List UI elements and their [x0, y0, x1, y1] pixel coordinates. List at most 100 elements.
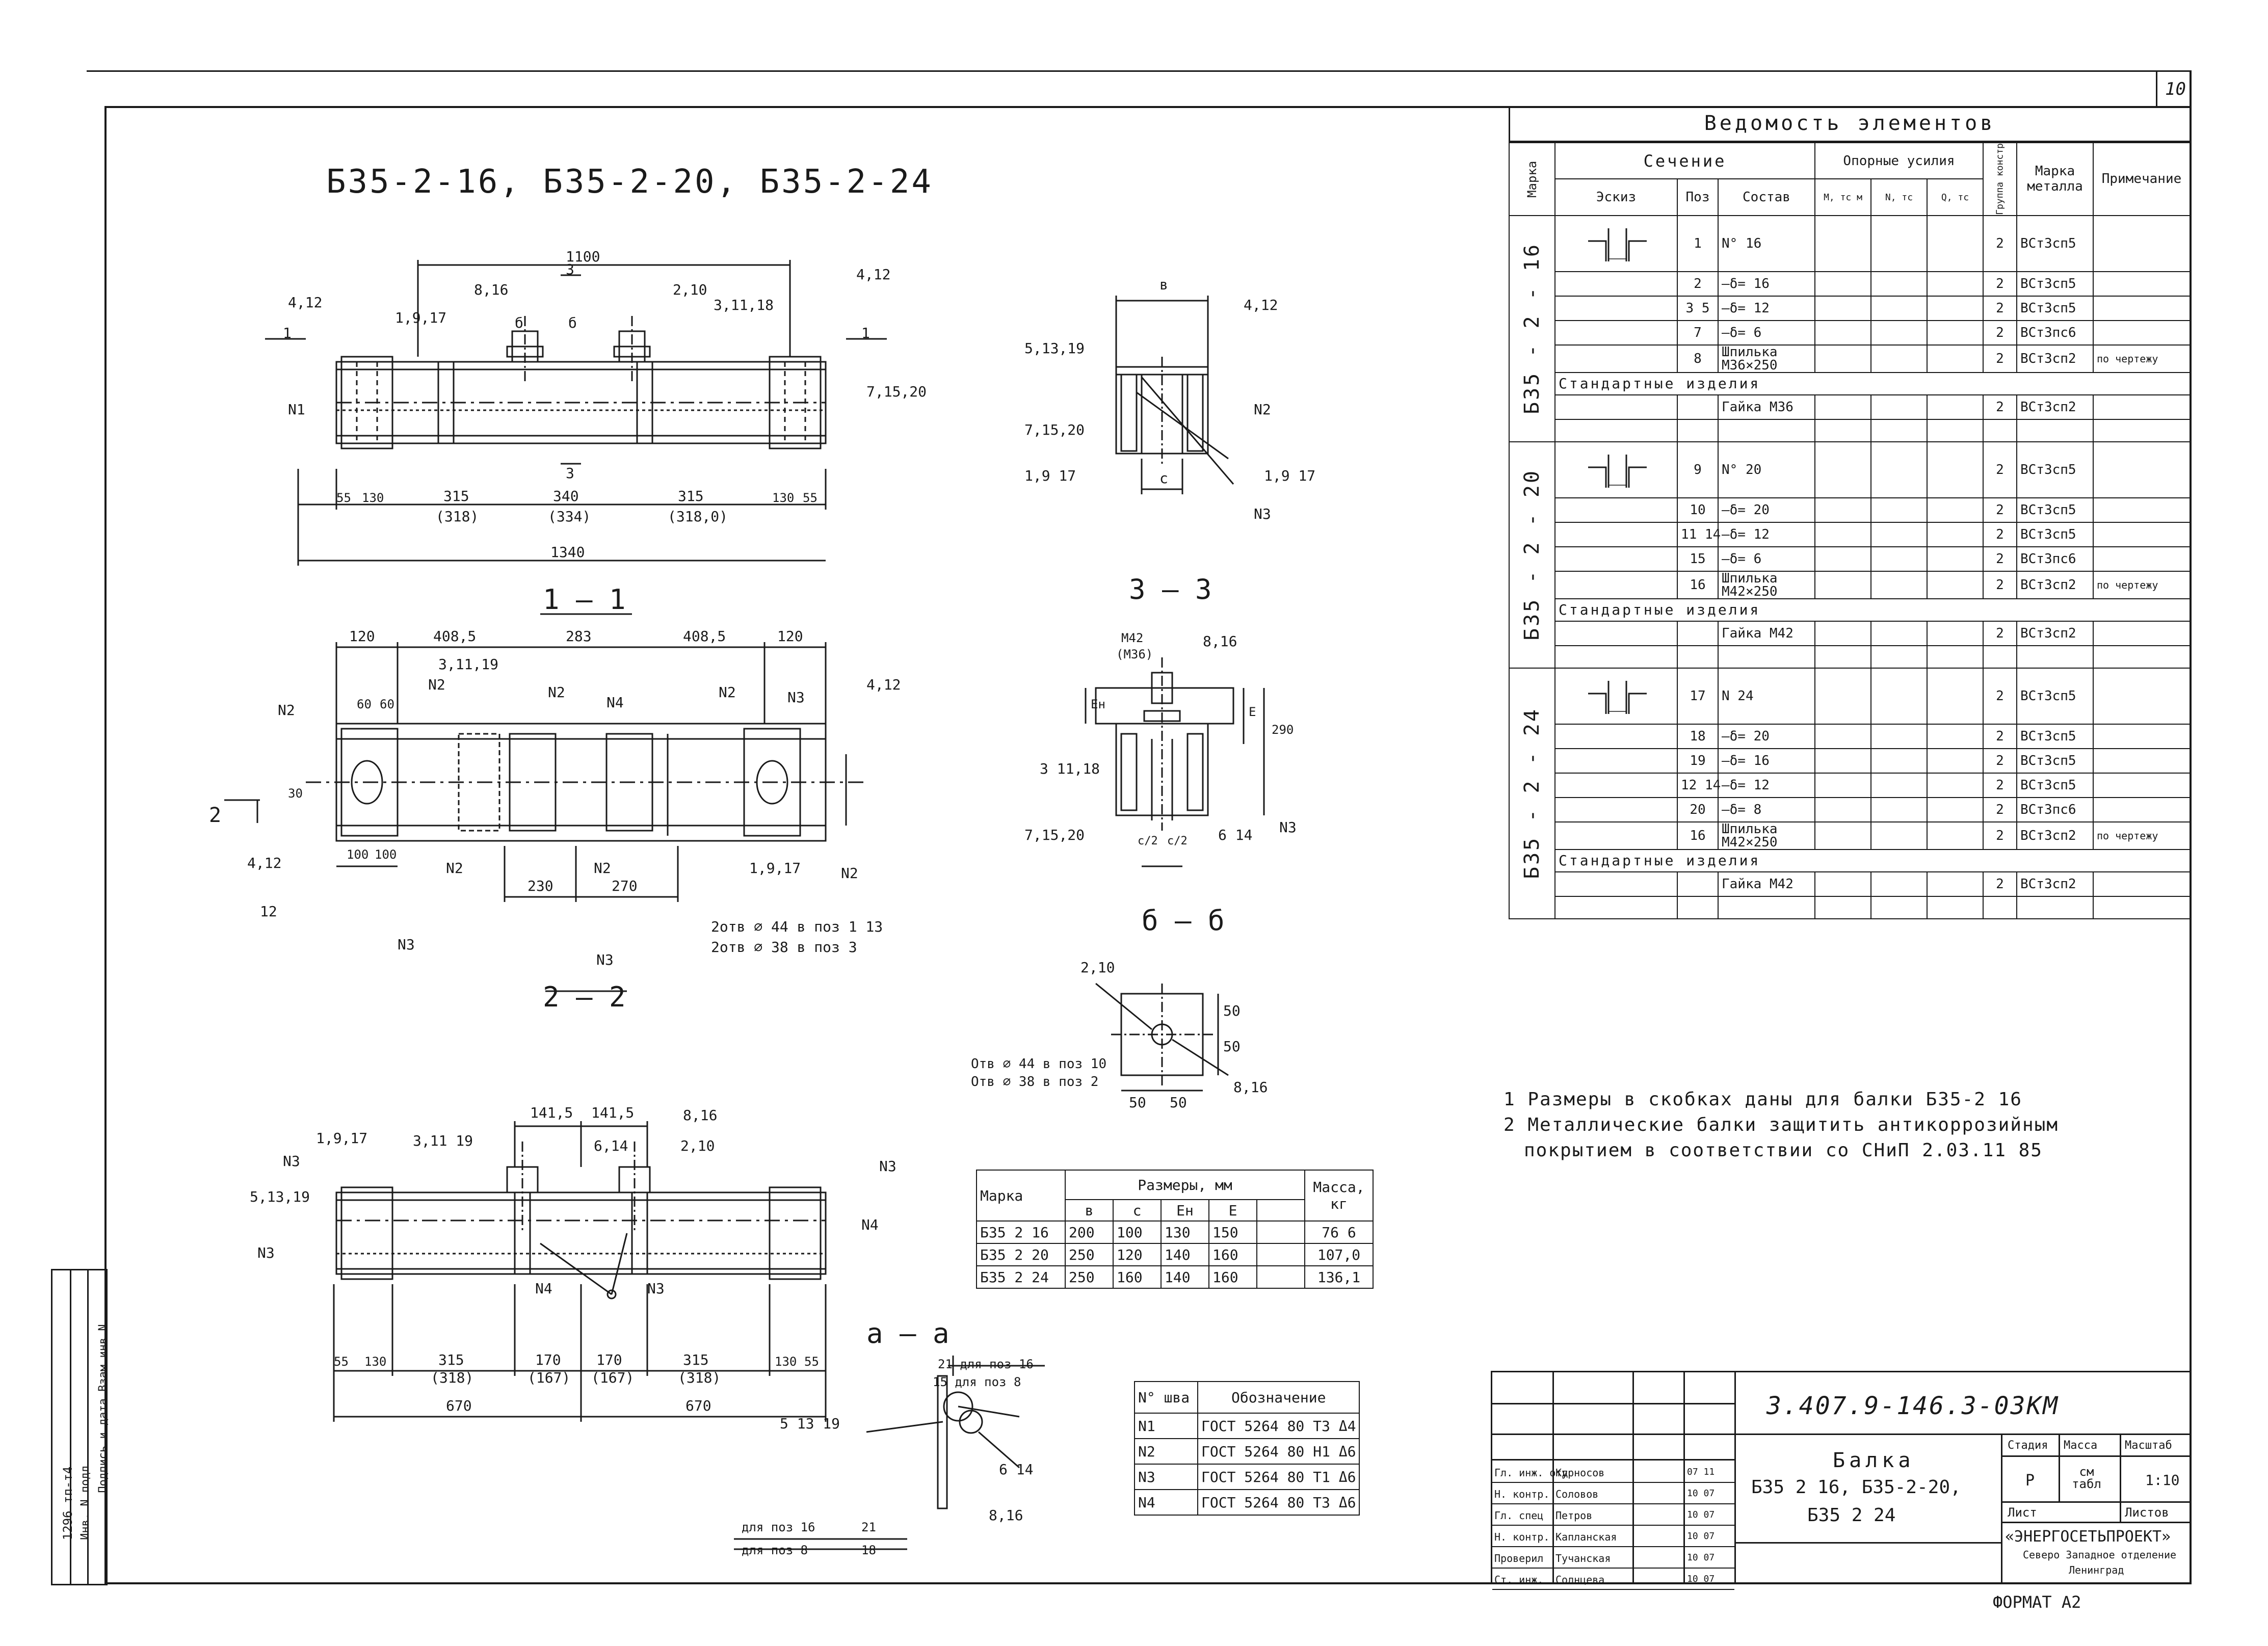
- standard-item-note: [2093, 394, 2191, 420]
- signature-date: 10 07: [1687, 1509, 1715, 1520]
- front-label-3-11-18: 3,11,18: [714, 297, 774, 313]
- section-1-1-title: 1 – 1: [543, 583, 626, 616]
- signature-date: 10 07: [1687, 1531, 1715, 1542]
- front-dim-55-l: 55: [336, 491, 351, 505]
- s22-dim-315-r: 315: [683, 1351, 709, 1368]
- front-label-n1: N1: [288, 401, 305, 418]
- front-label-1-9-17: 1,9,17: [395, 309, 447, 326]
- dim-table-sub-b: в: [1065, 1199, 1114, 1222]
- signature-role: Проверил: [1494, 1552, 1544, 1564]
- section-1-1-drawing: [224, 613, 866, 992]
- s11-label-60-b: 60: [380, 697, 394, 711]
- element-note: [2093, 667, 2191, 725]
- element-pos: 17: [1677, 667, 1719, 725]
- sketch-cell: [1554, 320, 1678, 346]
- signature-name: Петров: [1555, 1509, 1593, 1522]
- el-header-group: Группа констр: [1983, 143, 2017, 216]
- front-label-7-15-20: 7,15,20: [866, 383, 927, 400]
- signature-role: Гл. инж. отд: [1494, 1467, 1568, 1479]
- front-dim-130-l: 130: [362, 491, 384, 505]
- signature-name: Солнцева: [1555, 1574, 1605, 1586]
- s11-hole-note-1: 2отв ⌀ 44 в поз 1 13: [711, 918, 883, 935]
- standard-item-note: [2093, 620, 2191, 646]
- frame-right: [2190, 70, 2192, 1584]
- standard-item-steel: ВСт3сп2: [2016, 620, 2094, 646]
- el-header-section: Сечение: [1554, 142, 1815, 180]
- dim-row-1-e: 150: [1208, 1220, 1257, 1244]
- s11-label-n2-b: N2: [428, 676, 445, 693]
- section-3-3-drawing: [1115, 296, 1234, 494]
- channel-sketch-icon: [1554, 667, 1678, 725]
- section-b-b-title: б – б: [1142, 905, 1225, 937]
- s11-dim-408-l: 408,5: [433, 628, 477, 645]
- element-comp: –δ= 20: [1718, 497, 1815, 523]
- dim-row-3-b: 250: [1065, 1265, 1114, 1289]
- title-block-name-1: Балка: [1833, 1449, 1915, 1472]
- dim-table-sub-empty: [1256, 1199, 1305, 1222]
- s33-label-5-13-19: 5,13,19: [1024, 340, 1085, 357]
- element-comp: –δ= 12: [1718, 521, 1815, 547]
- el-header-composition: Состав: [1718, 178, 1815, 216]
- s11-label-n2-a: N2: [278, 702, 295, 719]
- s22-label-n3-d: N3: [647, 1280, 665, 1297]
- element-pos: 3 5: [1677, 295, 1719, 321]
- dim-row-2-mass: 107,0: [1304, 1243, 1374, 1266]
- s22-dim-170-l: 170: [535, 1351, 561, 1368]
- side-stamp: 1296 тп-т4 Инв. N подл Подпись и дата Вз…: [51, 1269, 110, 1585]
- title-block-scale-label: Масштаб: [2125, 1439, 2172, 1452]
- s11-label-n3-c: N3: [596, 951, 614, 968]
- saa-label-6-14: 6 14: [999, 1461, 1034, 1478]
- section-4-4-drawing: [1085, 657, 1265, 867]
- s22-label-n3-c: N3: [879, 1158, 896, 1175]
- signature-date: 10 07: [1687, 1574, 1715, 1584]
- element-note: [2093, 797, 2191, 822]
- sbb-label-2-10: 2,10: [1080, 959, 1115, 976]
- element-comp: –δ= 12: [1718, 295, 1815, 321]
- saa-dim-21: 21: [861, 1520, 876, 1534]
- section-a-a-drawing: [734, 1356, 1045, 1550]
- element-grp: 2: [1983, 320, 2017, 346]
- element-note: по чертежу: [2093, 344, 2191, 373]
- s11-label-30: 30: [288, 786, 303, 801]
- s33-label-c: с: [1159, 470, 1168, 487]
- element-note: [2093, 295, 2191, 321]
- weld-row-3-designation: ГОСТ 5264 80 Т1 Δ6: [1197, 1464, 1360, 1490]
- element-grp: 2: [1983, 344, 2017, 373]
- standard-items-title: Стандартные изделия: [1554, 848, 2191, 872]
- dim-row-1-eh: 130: [1161, 1220, 1209, 1244]
- sbb-dim-50-h1: 50: [1129, 1094, 1146, 1111]
- s22-dim-alt-4: (318): [678, 1369, 721, 1386]
- element-pos: 11 14: [1677, 521, 1721, 547]
- dim-row-2-e: 160: [1208, 1243, 1257, 1266]
- s11-label-n2-e: N2: [446, 860, 463, 877]
- dim-row-2-mark: Б35 2 20: [976, 1243, 1066, 1266]
- el-header-note: Примечание: [2093, 142, 2191, 216]
- sketch-cell: [1554, 821, 1678, 850]
- front-label-4-12-right: 4,12: [856, 266, 891, 283]
- element-note: [2093, 521, 2191, 547]
- s11-hole-note-2: 2отв ⌀ 38 в поз 3: [711, 939, 857, 955]
- element-pos: 20: [1677, 797, 1719, 822]
- elements-list: Ведомость элементов Марка Сечение Опорны…: [1509, 106, 2191, 919]
- page-number-box-left: [2156, 71, 2157, 107]
- element-grp: 2: [1983, 295, 2017, 321]
- el-header-m: М, тс м: [1814, 178, 1871, 216]
- front-label-8-16: 8,16: [474, 281, 509, 298]
- signature-role: Ст. инж.: [1494, 1574, 1544, 1586]
- section-2-2-title: 2 – 2: [543, 981, 626, 1013]
- front-dim-55-r: 55: [803, 491, 817, 505]
- s11-label-n2-g: N2: [841, 865, 858, 882]
- element-comp: N 24: [1718, 667, 1815, 725]
- el-header-mark: Марка: [1509, 143, 1555, 216]
- s11-label-n2-f: N2: [594, 860, 611, 877]
- standard-item-comp: Гайка М42: [1718, 871, 1815, 897]
- saa-label-21: 21 для поз 16: [938, 1357, 1034, 1371]
- element-block-mark: Б35 - 2 - 20: [1509, 441, 1555, 668]
